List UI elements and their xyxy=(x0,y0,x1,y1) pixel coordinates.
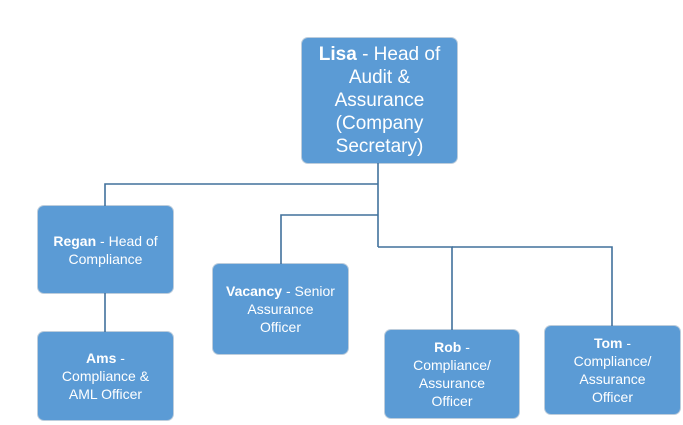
node-vacancy: Vacancy - Senior Assurance Officer xyxy=(213,264,348,354)
node-rob-line2: Compliance/ xyxy=(413,357,491,373)
node-lisa-line2: Audit & xyxy=(348,67,411,88)
node-lisa: Lisa - Head of Audit & Assurance (Compan… xyxy=(302,38,457,163)
node-rob-role-start: - xyxy=(461,339,470,355)
node-tom-role-start: - xyxy=(622,335,632,351)
node-regan-line2: Compliance xyxy=(68,250,143,267)
node-ams-name: Ams xyxy=(86,350,117,366)
node-tom-line4: Officer xyxy=(592,389,633,405)
node-lisa-line5: Secretary) xyxy=(335,136,424,157)
node-ams-line3: AML Officer xyxy=(68,386,143,402)
connector-lisa-rob xyxy=(378,246,453,330)
node-ams-role-start: - xyxy=(116,350,125,366)
node-rob-line3: Assurance xyxy=(418,375,486,391)
node-ams: Ams - Compliance & AML Officer xyxy=(38,332,173,420)
connector-lisa-vacancy xyxy=(280,214,378,264)
node-lisa-name: Lisa xyxy=(318,44,357,65)
connector-lisa-regan xyxy=(104,183,378,206)
node-tom-line3: Assurance xyxy=(579,371,646,387)
node-vacancy-line3: Officer xyxy=(260,319,301,335)
node-vacancy-name: Vacancy xyxy=(226,283,283,299)
node-lisa-line3: Assurance xyxy=(334,90,425,111)
connector-lisa-tom xyxy=(452,246,613,326)
node-regan: Regan - Head of Compliance xyxy=(38,206,173,293)
node-vacancy-role-start: - Senior xyxy=(282,283,335,299)
node-rob-line4: Officer xyxy=(431,393,473,409)
node-ams-line2: Compliance & xyxy=(61,368,150,384)
node-rob: Rob - Compliance/ Assurance Officer xyxy=(385,330,519,418)
node-lisa-role-start: - Head of xyxy=(356,44,441,65)
node-tom-name: Tom xyxy=(593,335,623,351)
node-lisa-line4: (Company xyxy=(335,113,424,134)
node-tom: Tom - Compliance/ Assurance Officer xyxy=(545,326,680,414)
node-rob-name: Rob xyxy=(434,339,462,355)
node-tom-line2: Compliance/ xyxy=(573,353,652,369)
node-regan-name: Regan xyxy=(53,232,97,249)
node-vacancy-line2: Assurance xyxy=(247,301,314,317)
node-regan-role-start: - Head of xyxy=(96,232,158,249)
